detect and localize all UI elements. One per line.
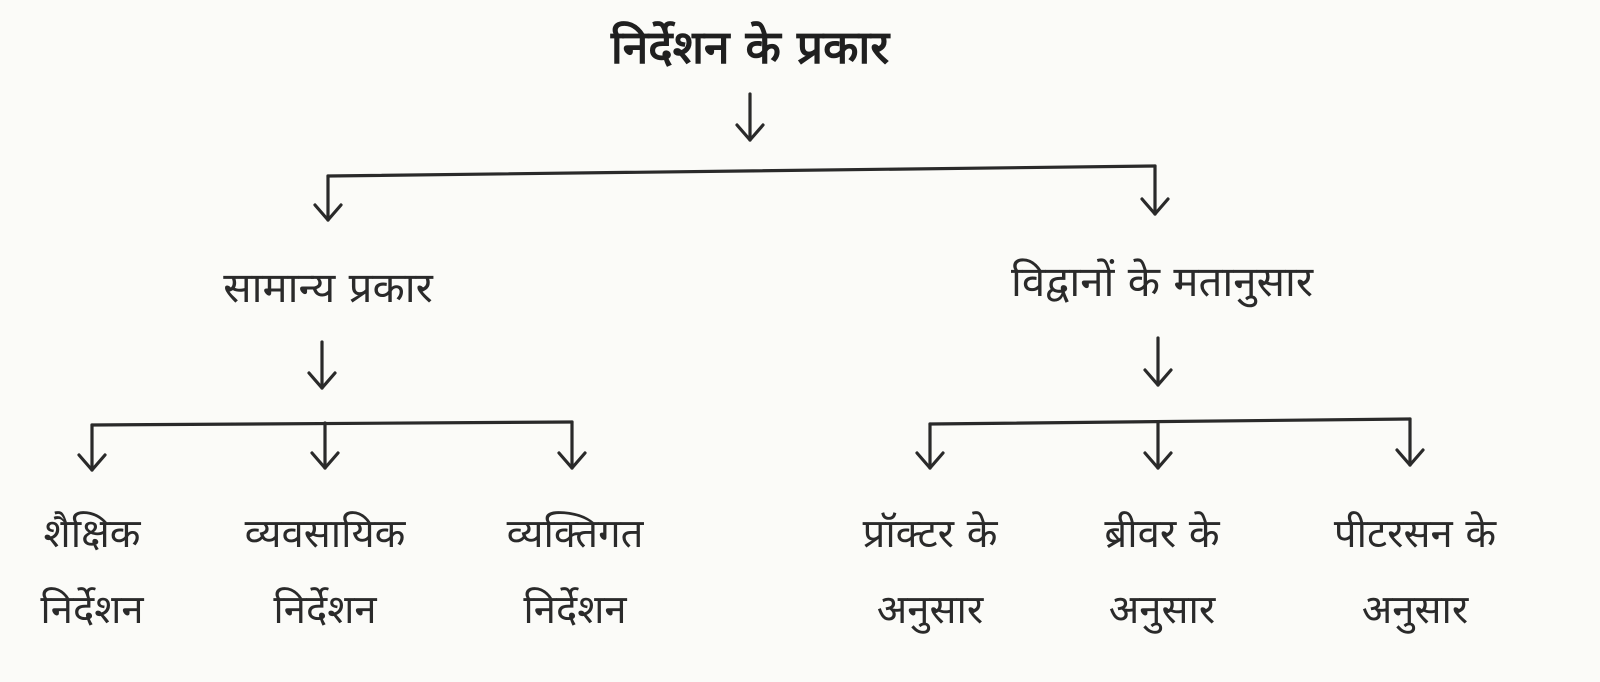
right-bracket-arrow-2-arrowhead-icon bbox=[1143, 451, 1173, 470]
left-bracket-arrow-3-arrowhead-icon bbox=[557, 451, 587, 470]
leaf-proctor: प्रॉक्टर के अनुसार bbox=[863, 496, 998, 648]
left-bracket-horizontal bbox=[90, 420, 574, 427]
right-branch-down-arrow-arrowhead-icon bbox=[1143, 368, 1173, 387]
leaf-line2: निर्देशन bbox=[40, 587, 144, 633]
branch-scholars-view: विद्वानों के मतानुसार bbox=[1010, 257, 1314, 306]
top-bracket-right-arrow-arrowhead-icon bbox=[1140, 197, 1170, 216]
leaf-line2: निर्देशन bbox=[273, 587, 377, 633]
left-bracket-arrow-1-arrowhead-icon bbox=[77, 453, 107, 472]
leaf-line2: निर्देशन bbox=[523, 587, 627, 633]
right-bracket-arrow-1-arrowhead-icon bbox=[915, 451, 945, 470]
leaf-line1: ब्रीवर के bbox=[1104, 511, 1220, 557]
branch-general-types: सामान्य प्रकार bbox=[223, 263, 433, 312]
root-down-arrow-arrowhead-icon bbox=[735, 123, 765, 142]
leaf-line1: व्यवसायिक bbox=[244, 511, 406, 557]
leaf-peterson: पीटरसन के अनुसार bbox=[1334, 496, 1496, 648]
leaf-brewer: ब्रीवर के अनुसार bbox=[1104, 496, 1219, 648]
leaf-educational-guidance: शैक्षिक निर्देशन bbox=[40, 496, 143, 648]
leaf-personal-guidance: व्यक्तिगत निर्देशन bbox=[507, 496, 644, 648]
root-node: निर्देशन के प्रकार bbox=[610, 20, 890, 74]
right-bracket-arrow-3-arrowhead-icon bbox=[1395, 448, 1425, 467]
leaf-line1: प्रॉक्टर के bbox=[862, 511, 998, 557]
leaf-line2: अनुसार bbox=[1108, 587, 1216, 633]
top-bracket-left-arrow-arrowhead-icon bbox=[313, 203, 343, 222]
leaf-line1: पीटरसन के bbox=[1333, 511, 1497, 557]
leaf-line1: व्यक्तिगत bbox=[506, 511, 644, 557]
left-bracket-arrow-2-arrowhead-icon bbox=[310, 451, 340, 470]
top-bracket-horizontal bbox=[326, 164, 1157, 178]
leaf-line2: अनुसार bbox=[876, 587, 984, 633]
leaf-line1: शैक्षिक bbox=[43, 511, 141, 557]
leaf-vocational-guidance: व्यवसायिक निर्देशन bbox=[245, 496, 406, 648]
right-bracket-horizontal bbox=[928, 417, 1412, 426]
leaf-line2: अनुसार bbox=[1361, 587, 1469, 633]
left-branch-down-arrow-arrowhead-icon bbox=[307, 371, 337, 390]
